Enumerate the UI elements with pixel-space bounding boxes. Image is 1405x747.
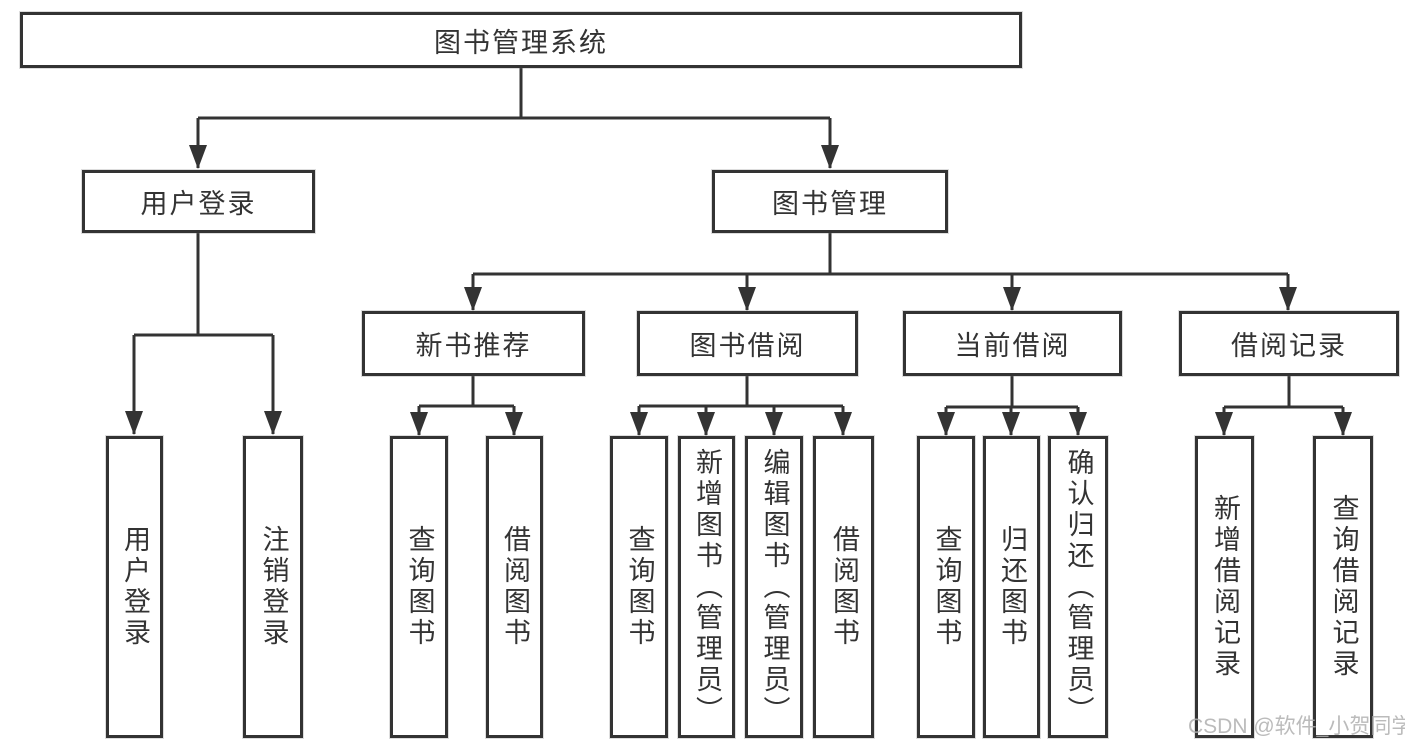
- leaf-br-add-record: 新增借阅记录: [1195, 436, 1254, 738]
- leaf-logout: 注销登录: [243, 436, 303, 738]
- node-book-management: 图书管理: [712, 170, 948, 233]
- connector-records-to-leaves: [1215, 376, 1352, 436]
- connector-trunk: [946, 376, 1078, 409]
- leaf-bb-edit-book-label: 编辑图书（管理员）: [759, 447, 790, 727]
- leaf-br-add-record-label: 新增借阅记录: [1210, 494, 1240, 680]
- connector-borrow-to-leaves: [630, 376, 852, 436]
- node-current-borrow: 当前借阅: [903, 311, 1122, 376]
- leaf-cb-confirm-return-label: 确认归还（管理员）: [1063, 447, 1094, 727]
- connector-newbook-to-leaves: [410, 376, 523, 436]
- node-root: 图书管理系统: [20, 12, 1022, 68]
- node-book-borrow: 图书借阅: [637, 311, 858, 376]
- leaf-nbr-query-book: 查询图书: [390, 436, 448, 738]
- connector-userlogin-to-leaves: [125, 233, 282, 435]
- leaf-user-login: 用户登录: [106, 436, 163, 738]
- leaf-bb-query-book-label: 查询图书: [624, 525, 655, 649]
- leaf-bb-borrow-book: 借阅图书: [813, 436, 874, 738]
- leaf-br-query-record: 查询借阅记录: [1313, 436, 1373, 738]
- leaf-bb-edit-book: 编辑图书（管理员）: [745, 436, 803, 738]
- node-borrow-record: 借阅记录: [1179, 311, 1399, 376]
- leaf-cb-return-book-label: 归还图书: [997, 525, 1027, 649]
- node-book-borrow-label: 图书借阅: [689, 331, 806, 361]
- leaf-logout-label: 注销登录: [258, 525, 289, 649]
- node-user-login: 用户登录: [82, 170, 315, 233]
- node-new-book-recommend-label: 新书推荐: [415, 331, 532, 361]
- node-book-management-label: 图书管理: [772, 189, 888, 219]
- leaf-nbr-query-book-label: 查询图书: [404, 525, 435, 649]
- leaf-bb-borrow-book-label: 借阅图书: [829, 525, 859, 649]
- connector-current-to-leaves: [937, 376, 1087, 436]
- node-new-book-recommend: 新书推荐: [362, 311, 585, 376]
- node-borrow-record-label: 借阅记录: [1231, 331, 1347, 361]
- connector-trunk: [1224, 376, 1343, 409]
- leaf-cb-confirm-return: 确认归还（管理员）: [1048, 436, 1108, 738]
- node-root-label: 图书管理系统: [434, 27, 608, 58]
- leaf-cb-return-book: 归还图书: [983, 436, 1040, 738]
- leaf-bb-add-book-label: 新增图书（管理员）: [692, 447, 722, 727]
- leaf-bb-add-book: 新增图书（管理员）: [678, 436, 735, 738]
- connector-trunk: [198, 68, 830, 120]
- connector-trunk: [639, 376, 843, 408]
- leaf-bb-query-book: 查询图书: [610, 436, 668, 738]
- connector-bookmgmt-to-level3: [464, 233, 1297, 311]
- connector-root-to-level2: [189, 68, 839, 169]
- leaf-cb-query-book: 查询图书: [917, 436, 975, 738]
- connector-trunk: [419, 376, 514, 408]
- leaf-nbr-borrow-book: 借阅图书: [486, 436, 543, 738]
- leaf-user-login-label: 用户登录: [120, 525, 150, 649]
- node-current-borrow-label: 当前借阅: [954, 331, 1071, 361]
- connector-trunk: [473, 233, 1288, 276]
- leaf-cb-query-book-label: 查询图书: [931, 525, 962, 649]
- leaf-br-query-record-label: 查询借阅记录: [1328, 494, 1359, 680]
- leaf-nbr-borrow-book-label: 借阅图书: [500, 525, 530, 649]
- connector-trunk: [134, 233, 273, 337]
- node-user-login-label: 用户登录: [140, 189, 257, 219]
